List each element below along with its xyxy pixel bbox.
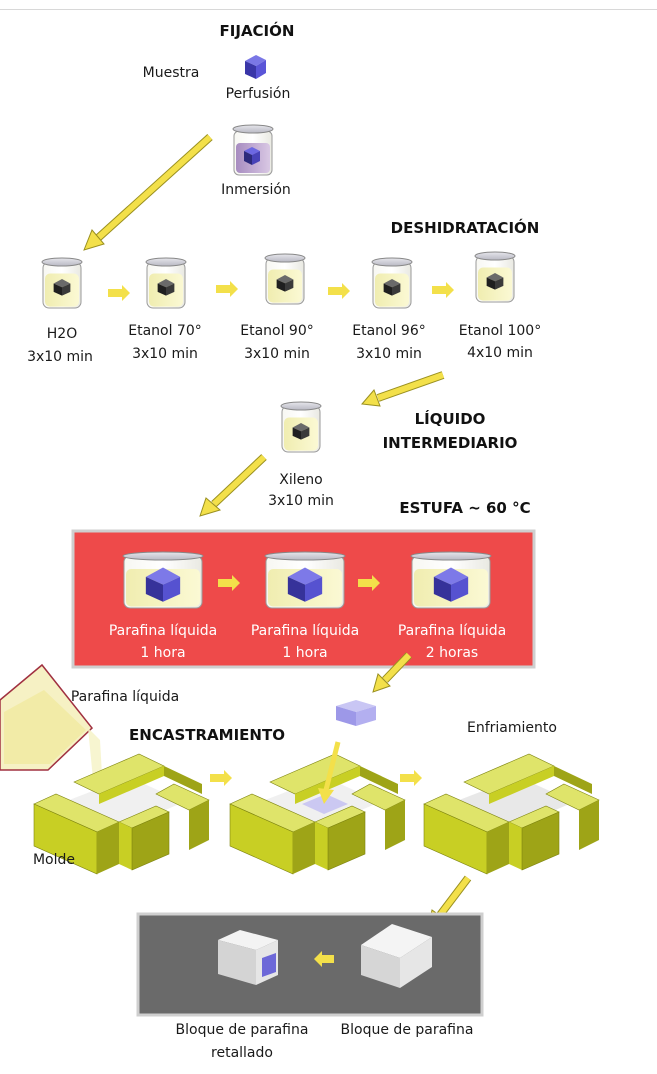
paraffin-sample-block-icon [336,700,376,726]
dehydration-jar-icon [145,257,187,309]
mold-cooling-icon [423,753,600,875]
dehyd-time-4: 3x10 min [356,346,422,362]
arrow-fixation-to-dehydration [83,134,213,251]
label-xileno: Xileno [279,472,322,488]
dehydration-step-1: H2O 3x10 min [27,326,93,365]
heading-liquido: LÍQUIDO [415,409,486,428]
dehydration-step-4: Etanol 96° 3x10 min [352,323,426,362]
oven-name-3: Parafina líquida [398,623,506,639]
pouring-beaker-icon [0,663,104,810]
arrow-to-xileno [361,371,445,407]
oven-arrow-1 [218,575,240,591]
dehydration-step-2: Etanol 70° 3x10 min [128,323,202,362]
oven-time-3: 2 horas [426,645,478,661]
dehydration-jar-icon [371,257,413,309]
dehydration-jar-icon [264,253,306,305]
dehyd-arrow-2 [216,281,238,297]
dehydration-jar-icon [41,257,83,309]
dehydration-step-3: Etanol 90° 3x10 min [240,323,314,362]
oven-jar-icon [264,551,346,609]
oven-time-1: 1 hora [140,645,185,661]
dehyd-time-5: 4x10 min [467,345,533,361]
dehyd-name-3: Etanol 90° [240,323,314,339]
label-bloque-retallado-1: Bloque de parafina [176,1022,309,1038]
immersion-jar-icon [232,124,274,176]
dehyd-name-4: Etanol 96° [352,323,426,339]
mold-sample-icon [229,741,406,875]
oven-time-2: 1 hora [282,645,327,661]
heading-estufa: ESTUFA ~ 60 °C [399,499,530,517]
dehyd-time-1: 3x10 min [27,349,93,365]
dehyd-time-2: 3x10 min [132,346,198,362]
dehyd-arrow-4 [432,282,454,298]
label-muestra: Muestra [143,65,200,81]
mold-pouring-icon [33,753,210,875]
oven-jar-icon [122,551,204,609]
dehyd-arrow-1 [108,285,130,301]
sample-cube-icon [245,55,266,79]
trimmed-block-icon [218,930,278,985]
label-bloque-retallado-2: retallado [211,1045,273,1061]
dehydration-step-5: Etanol 100° 4x10 min [459,323,541,361]
dehydration-jar-icon [474,251,516,303]
oven-arrow-2 [358,575,380,591]
paraffin-block-icon [361,924,432,988]
heading-fijacion: FIJACIÓN [220,21,295,40]
label-inmersion: Inmersión [221,182,291,198]
dehyd-name-1: H2O [47,326,77,342]
oven-name-2: Parafina líquida [251,623,359,639]
arrow-to-oven [199,454,267,517]
xileno-jar-icon [280,401,322,453]
label-bloque: Bloque de parafina [341,1022,474,1038]
dehyd-time-3: 3x10 min [244,346,310,362]
label-enfriamiento: Enfriamiento [467,720,557,736]
label-perfusion: Perfusión [226,86,291,102]
dehyd-name-2: Etanol 70° [128,323,202,339]
arrow-to-block [372,652,412,693]
heading-intermediario: INTERMEDIARIO [383,434,518,452]
label-xileno-time: 3x10 min [268,493,334,509]
mold-arrow-2 [400,770,422,786]
heading-deshidratacion: DESHIDRATACIÓN [391,218,540,237]
final-arrow [314,951,334,967]
oven-name-1: Parafina líquida [109,623,217,639]
oven-jar-icon [410,551,492,609]
dehyd-arrow-3 [328,283,350,299]
label-molde: Molde [33,852,75,868]
label-parafina-liquida: Parafina líquida [71,689,179,705]
top-divider [0,9,657,10]
dehyd-name-5: Etanol 100° [459,323,541,339]
heading-encastramiento: ENCASTRAMIENTO [129,726,285,744]
mold-arrow-1 [210,770,232,786]
